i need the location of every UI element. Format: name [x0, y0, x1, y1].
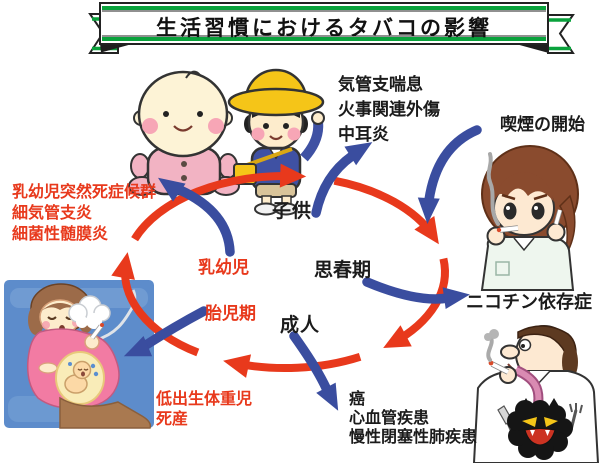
adult-disease-item: 癌 — [349, 391, 366, 408]
baby-illustration — [128, 70, 240, 196]
arrow-adult-to-diseases — [289, 331, 332, 395]
child-disease-item: 中耳炎 — [338, 125, 389, 144]
arrow-child-to-diseases — [311, 151, 357, 218]
perinatal-outcomes-list: 低出生体重児 死産 — [156, 390, 252, 430]
stage-adolescence-label: 思春期 — [314, 260, 372, 281]
perinatal-outcome-item: 低出生体重児 — [156, 391, 253, 408]
nicotine-monster — [497, 398, 583, 460]
perinatal-outcome-item: 死産 — [156, 411, 189, 428]
teen-smoker-illustration — [480, 145, 579, 291]
adult-disease-item: 心血管疾患 — [349, 410, 430, 427]
lifecycle-red-arrowheads — [111, 163, 439, 378]
title-ribbon — [88, 2, 575, 54]
stage-adult-label: 成人 — [280, 315, 321, 336]
arrow-fetal-to-mother — [141, 306, 209, 350]
pregnant-smoker-illustration — [4, 280, 154, 429]
page-title: 生活習慣におけるタバコの影響 — [156, 17, 492, 40]
effect-blue-arrows — [141, 125, 482, 395]
nicotine-dependence-label: ニコチン依存症 — [466, 292, 592, 312]
adult-nicotine-monster-illustration — [472, 325, 600, 463]
child-disease-item: 火事関連外傷 — [338, 100, 440, 119]
kindergarten-child-illustration — [227, 68, 325, 216]
arrow-infant-to-diseases — [175, 185, 235, 257]
arrow-adolescence-to-nicotine — [362, 277, 453, 304]
effect-blue-arrowheads — [123, 142, 470, 411]
stage-infant-label: 乳幼児 — [198, 258, 249, 277]
adult-disease-item: 慢性閉塞性肺疾患 — [349, 429, 478, 446]
infant-disease-item: 細菌性髄膜炎 — [12, 226, 109, 243]
child-diseases-list: 気管支喘息 火事関連外傷 中耳炎 — [338, 72, 440, 147]
infant-diseases-list: 乳幼児突然死症候群 細気管支炎 細菌性髄膜炎 — [12, 182, 156, 245]
smoking-start-label: 喫煙の開始 — [500, 115, 585, 134]
infant-disease-item: 細気管支炎 — [12, 205, 93, 222]
arrow-smoking-start-to-adolescence — [424, 125, 482, 205]
adult-diseases-list: 癌 心血管疾患 慢性閉塞性肺疾患 — [349, 390, 477, 447]
infant-disease-item: 乳幼児突然死症候群 — [12, 184, 157, 201]
stage-fetal-label: 胎児期 — [205, 304, 256, 323]
child-disease-item: 気管支喘息 — [338, 75, 423, 94]
stage-child-label: 子供 — [272, 201, 313, 222]
